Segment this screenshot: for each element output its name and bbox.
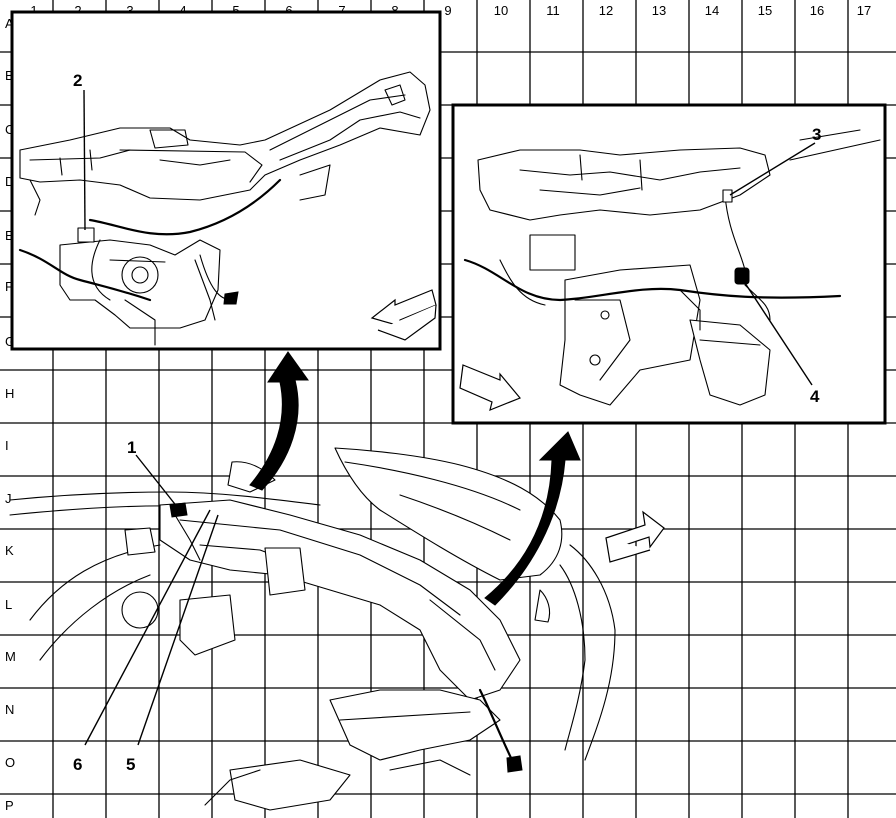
column-label: 17: [857, 3, 871, 18]
row-label: I: [5, 438, 9, 453]
row-label: N: [5, 702, 14, 717]
row-label: G: [5, 334, 15, 349]
row-label: F: [5, 279, 13, 294]
row-label: O: [5, 755, 15, 770]
left-inset-detail: [10, 10, 442, 351]
column-label: 14: [705, 3, 719, 18]
row-label: C: [5, 122, 14, 137]
callout-4: 4: [810, 387, 820, 406]
row-label: E: [5, 228, 14, 243]
row-label: H: [5, 386, 14, 401]
column-label: 12: [599, 3, 613, 18]
row-label: J: [5, 491, 12, 506]
callout-5: 5: [126, 755, 135, 774]
callout-6: 6: [73, 755, 82, 774]
row-label: B: [5, 68, 14, 83]
curved-arrow-icon: [249, 351, 309, 491]
callout-1: 1: [127, 438, 136, 457]
direction-arrow-icon: [459, 364, 521, 411]
callout-2: 2: [73, 71, 82, 90]
curved-arrow-icon: [484, 431, 581, 606]
column-label: 16: [810, 3, 824, 18]
row-label: L: [5, 597, 12, 612]
column-label: 13: [652, 3, 666, 18]
row-label: M: [5, 649, 16, 664]
column-label: 10: [494, 3, 508, 18]
direction-arrow-icon: [370, 289, 437, 341]
column-label: 9: [444, 3, 451, 18]
right-inset-detail: [451, 103, 887, 425]
row-label: A: [5, 16, 14, 31]
row-labels: A B C D E F G H I J K L M N O P: [5, 16, 16, 813]
column-label: 15: [758, 3, 772, 18]
row-label: K: [5, 543, 14, 558]
row-label: P: [5, 798, 14, 813]
main-front-end-view: [9, 351, 665, 811]
callout-3: 3: [812, 125, 821, 144]
callout-leaders: [83, 89, 816, 746]
direction-arrow-icon: [605, 510, 665, 563]
row-label: D: [5, 174, 14, 189]
callout-numbers: 1 2 3 4 5 6: [73, 71, 821, 774]
column-label: 11: [546, 3, 560, 18]
